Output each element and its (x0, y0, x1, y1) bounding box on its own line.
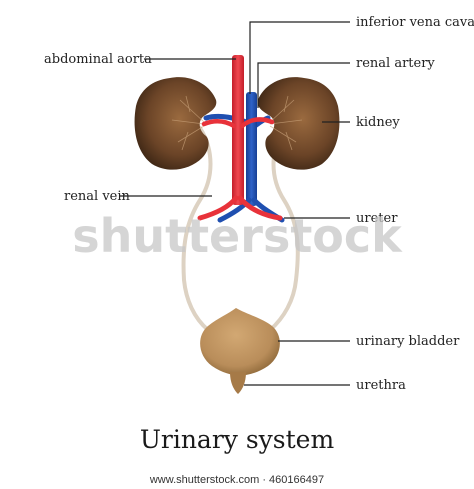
renal-arteries (201, 117, 275, 129)
footer-bar (0, 468, 474, 489)
label-ureter: ureter (356, 211, 398, 226)
watermark: shutterstock (72, 209, 403, 263)
labels: abdominal aorta inferior vena cava renal… (44, 15, 474, 393)
inferior-vena-cava-trunk (246, 92, 257, 206)
left-kidney (134, 77, 217, 170)
right-kidney-shape (257, 77, 340, 170)
urethra-shape (230, 372, 246, 394)
label-urethra: urethra (356, 378, 406, 393)
abdominal-aorta (197, 55, 283, 221)
right-ureter (268, 126, 300, 332)
aorta-left-branch (197, 195, 239, 221)
label-urinary-bladder: urinary bladder (356, 334, 460, 349)
leader-lines (120, 21, 350, 386)
right-kidney (257, 77, 340, 170)
diagram-title: Urinary system (140, 425, 335, 454)
right-renal-artery (239, 117, 275, 129)
label-renal-vein: renal vein (64, 189, 131, 204)
label-abdominal-aorta: abdominal aorta (44, 52, 152, 67)
left-ureter (181, 126, 213, 332)
left-renal-artery (201, 119, 237, 129)
leader-inferior-vena-cava (249, 21, 350, 94)
label-renal-artery: renal artery (356, 56, 435, 71)
label-kidney: kidney (356, 115, 400, 130)
left-kidney-shape (134, 77, 217, 170)
footer-credit: www.shutterstock.com · 460166497 (149, 474, 324, 486)
abdominal-aorta-trunk (232, 55, 244, 205)
urinary-bladder (200, 308, 280, 394)
aorta-right-branch (237, 195, 283, 221)
urinary-bladder-shape (200, 308, 280, 376)
label-inferior-vena-cava: inferior vena cava (356, 15, 474, 30)
leader-renal-artery (257, 62, 350, 108)
ureters (181, 126, 300, 332)
